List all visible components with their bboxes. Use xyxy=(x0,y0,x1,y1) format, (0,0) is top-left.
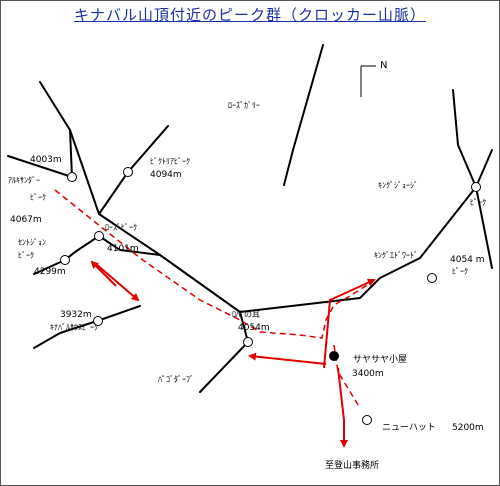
alexandra-name2: ﾋﾟｰｸ xyxy=(30,193,46,202)
king-george-marker xyxy=(471,182,481,192)
north-label: N xyxy=(380,60,387,71)
route-arrows xyxy=(90,260,376,448)
summit-trail xyxy=(54,189,373,339)
arrow-pagoda xyxy=(248,352,327,365)
gully-wall xyxy=(283,44,324,186)
king-edward-elev: 4054 m xyxy=(450,255,485,265)
unnamed-left-elev: 4067m xyxy=(10,215,42,225)
victoria-marker xyxy=(123,167,133,177)
alexandra-marker xyxy=(67,172,77,182)
labels: 4003m ｱﾙｷｻﾝﾀﾞｰ ﾋﾟｰｸ ﾋﾞｸﾄﾘｱﾋﾟｰｸ 4094m 406… xyxy=(8,101,486,471)
south-name: ｷﾅﾊﾞﾙｻｳｽﾋﾟｰｸ xyxy=(50,323,98,332)
hut-trail xyxy=(333,344,361,409)
alexandra-spur xyxy=(69,129,73,178)
victoria-name: ﾋﾞｸﾄﾘｱﾋﾟｰｸ xyxy=(150,157,190,166)
trail xyxy=(54,189,373,409)
king-george-ridge-c xyxy=(419,186,477,259)
west-spur xyxy=(7,155,73,178)
new-hut-name: ニューハット xyxy=(382,423,436,433)
south-marker xyxy=(93,316,103,326)
main-ridge xyxy=(39,81,241,313)
pagoda-marker xyxy=(243,337,253,347)
king-george-ridge xyxy=(452,89,477,188)
low-elev: 4101m xyxy=(107,244,139,254)
gully-name: ﾛｰｽﾞｶﾞﾘｰ xyxy=(228,101,260,110)
map-title: キナバル山頂付近のピーク群（クロッカー山脈） xyxy=(73,6,426,24)
office-label: 至登山事務所 xyxy=(325,459,379,471)
low-name: ﾛｰｽﾞﾋﾟｰｸ xyxy=(105,223,137,232)
arrow-to-summit xyxy=(323,278,376,369)
peak-markers xyxy=(60,167,481,425)
donkey-ears-elev: 4054m xyxy=(238,323,270,333)
sayat-hut-marker xyxy=(329,351,339,361)
king-edward-peak: ﾋﾟｰｸ xyxy=(452,267,468,276)
king-george-name1: ｷﾝｸﾞｼﾞｮｰｼﾞ xyxy=(378,181,418,190)
st-john-marker xyxy=(60,255,70,265)
low-spur-b xyxy=(98,235,161,256)
king-george-ridge-b xyxy=(475,149,493,188)
victoria-elev: 4094m xyxy=(150,170,182,180)
low-marker xyxy=(94,231,104,241)
sayat-elev: 3400m xyxy=(352,369,384,379)
st-john-name2: ﾋﾟｰｸ xyxy=(18,251,34,260)
south-ridge xyxy=(33,305,141,349)
low-spur xyxy=(33,235,100,275)
donkey-ears-name: ﾛﾊﾞの耳 xyxy=(232,310,260,319)
alexandra-elev: 4003m xyxy=(30,155,62,165)
pagoda-name: ﾊﾟｺﾞﾀﾞｰﾌﾞ xyxy=(158,375,194,384)
new-hut-elev: 5200m xyxy=(452,423,484,433)
king-edward-name: ｷﾝｸﾞｴﾄﾞﾜｰﾄﾞ xyxy=(374,251,418,260)
east-ridge xyxy=(239,257,421,313)
king-george-ridge-d xyxy=(475,186,493,269)
arrow-low-peak xyxy=(90,260,117,287)
arrow-down xyxy=(337,367,348,448)
sayat-name: サヤサヤ小屋 xyxy=(353,354,407,365)
south-elev: 3932m xyxy=(60,310,92,320)
alexandra-name1: ｱﾙｷｻﾝﾀﾞｰ xyxy=(8,176,40,185)
new-hut-marker xyxy=(362,415,372,425)
king-edward-marker xyxy=(427,273,437,283)
arrow-south-peak xyxy=(95,263,140,302)
st-john-name1: ｾﾝﾄｼﾞｮﾝ xyxy=(18,238,46,247)
north-indicator: N xyxy=(360,60,387,97)
st-john-elev: 4299m xyxy=(34,267,66,277)
king-george-name2: ﾋﾟｰｸ xyxy=(470,198,486,207)
